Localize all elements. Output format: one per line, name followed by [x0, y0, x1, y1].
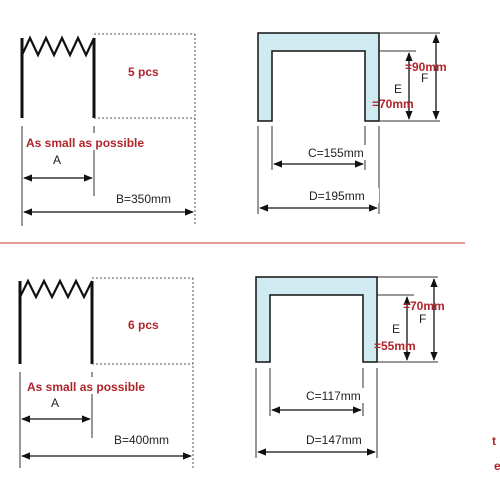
dim-e-letter: E	[394, 82, 402, 96]
edge-fragment-1: t	[492, 434, 496, 448]
spring-zigzag	[21, 35, 95, 58]
dim-c-label: C=117mm	[306, 389, 361, 403]
dim-f-letter: F	[421, 71, 428, 85]
spring-panel-bottom: 6 pcs As small as possible A B=400mm	[18, 277, 194, 468]
channel-panel-top: C=155mm D=195mm E F =90mm =70mm	[257, 32, 447, 214]
spring-panel-top: 5 pcs As small as possible A B=350mm	[20, 33, 196, 226]
spring-zigzag	[19, 278, 93, 300]
dim-b-label: B=350mm	[116, 192, 171, 206]
dim-f-value: =90mm	[405, 60, 447, 74]
dim-b-label: B=400mm	[114, 433, 169, 447]
spring-count: 5 pcs	[128, 65, 159, 79]
dim-d-label: D=147mm	[306, 433, 362, 447]
dim-e-value: =70mm	[372, 97, 414, 111]
spring-note: As small as possible	[27, 380, 145, 394]
dim-a-label: A	[51, 396, 59, 410]
dim-f-letter: F	[419, 312, 426, 326]
dim-a-label: A	[53, 153, 61, 167]
dim-e-letter: E	[392, 322, 400, 336]
channel-profile	[255, 276, 378, 363]
dim-e-value: =55mm	[374, 339, 416, 353]
channel-profile	[257, 32, 380, 122]
dim-c-label: C=155mm	[308, 146, 364, 160]
spring-count: 6 pcs	[128, 318, 159, 332]
dim-d-label: D=195mm	[309, 189, 365, 203]
edge-fragment-2: e	[494, 459, 500, 473]
channel-panel-bottom: C=117mm D=147mm E F =70mm =55mm	[255, 276, 445, 458]
dim-f-value: =70mm	[403, 299, 445, 313]
spring-note: As small as possible	[26, 136, 144, 150]
